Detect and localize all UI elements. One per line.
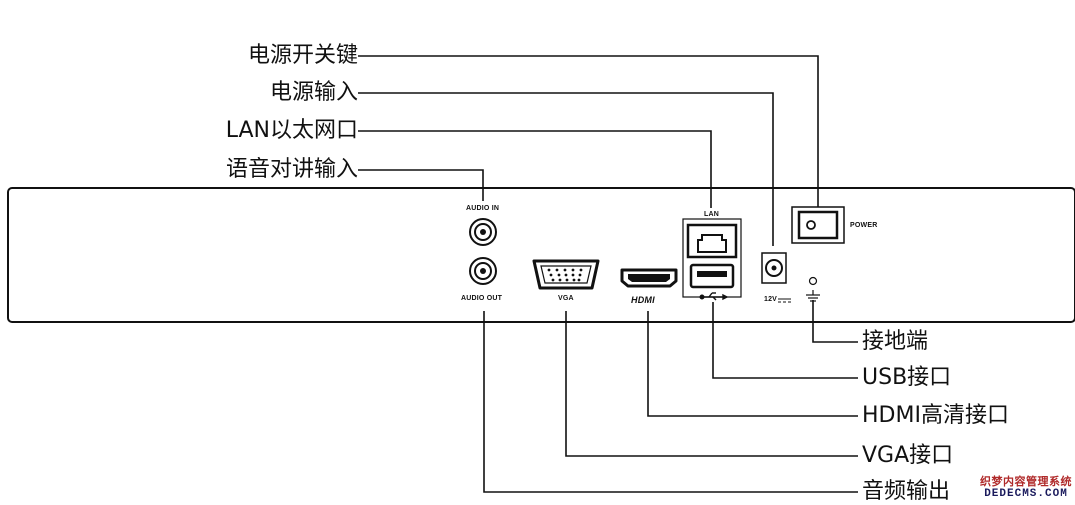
panel-label-power: POWER [850,222,878,229]
watermark-cn: 织梦内容管理系统 [980,475,1072,488]
leader-lan [358,130,712,208]
watermark: 织梦内容管理系统 DEDECMS.COM [980,475,1072,501]
panel-label-audio-out: AUDIO OUT [461,295,503,302]
label-vga: VGA接口 [862,443,954,468]
leader-audio-in [358,169,484,201]
leader-audio-out [483,311,858,493]
leader-vga [565,311,858,457]
label-usb: USB接口 [862,365,952,390]
panel-label-hdmi: HDMI [631,295,655,305]
label-audio-out: 音频输出 [862,479,951,504]
leader-hdmi [647,311,858,417]
power-switch [791,206,845,244]
panel-label-vga: VGA [558,295,574,302]
leader-usb [712,302,858,379]
audio-out-jack [469,257,497,285]
leader-ground [812,300,858,343]
watermark-en: DEDECMS.COM [984,488,1068,500]
hdmi-port [620,268,678,288]
panel-label-12v: 12V [764,296,778,303]
leader-power-switch [358,55,819,207]
label-hdmi: HDMI高清接口 [862,403,1009,428]
usb-symbol [699,292,729,301]
label-lan-port: LAN以太网口 [225,118,358,143]
label-power-switch: 电源开关键 [247,43,358,68]
lan-usb-module [682,218,742,298]
dc-power-jack [761,252,787,284]
audio-in-jack [469,218,497,246]
ground-terminal [806,276,820,302]
label-ground: 接地端 [862,329,929,354]
panel-label-lan: LAN [704,211,719,218]
label-power-input: 电源输入 [269,80,358,105]
vga-port [532,259,600,290]
leader-power-input [358,92,774,246]
panel-label-audio-in: AUDIO IN [466,205,500,212]
label-audio-in: 语音对讲输入 [225,157,358,182]
device-rear-panel [7,187,1075,323]
dc-symbol [778,298,791,303]
